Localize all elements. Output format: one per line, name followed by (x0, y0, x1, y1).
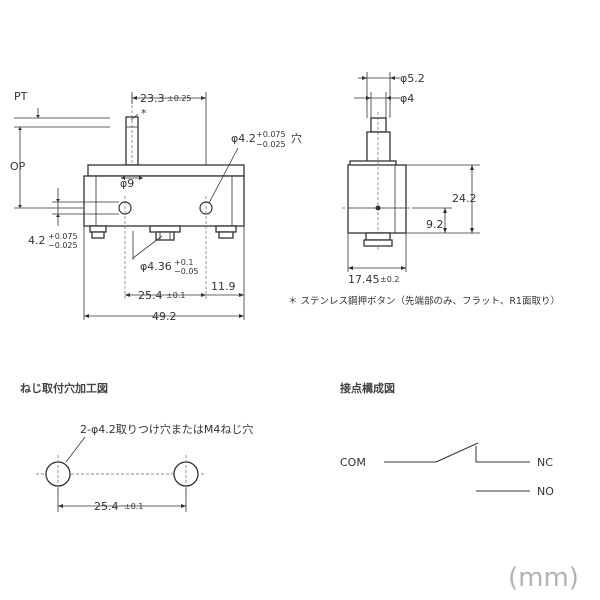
contact-arm (435, 442, 479, 463)
button-note: ＊ ステンレス鋼押ボタン（先端部のみ、フラット、R1面取り） (288, 295, 560, 307)
side-plunger-tip (370, 117, 387, 133)
dim-23-3-tolerance: ±0.25 (167, 94, 192, 103)
dim-9-2-arrow-bottom (443, 228, 447, 233)
contact-nc-label: NC (537, 456, 553, 469)
dim-25-4-arrow-right (201, 293, 206, 297)
dim-25-4-tolerance: ±0.1 (166, 291, 185, 300)
side-terminal-lower (363, 239, 393, 247)
dim-11-9-arrow (239, 293, 244, 297)
hole-suffix: 穴 (291, 131, 302, 145)
terminal-left (89, 225, 107, 239)
dim-25-4-arrow-left (125, 293, 130, 297)
phi4-label: φ4 (400, 92, 414, 105)
side-mount-point (375, 205, 381, 211)
contact-no-label: NO (537, 485, 554, 498)
dim-24-2-value: 24.2 (452, 192, 477, 205)
dim-17-45-value: 17.45 (348, 273, 380, 286)
contact-com-label: COM (340, 456, 366, 469)
phi4-36-tol-upper: +0.1 (174, 258, 193, 267)
op-label: OP (10, 160, 26, 173)
contact-title: 接点構成図 (340, 381, 395, 395)
phi9-arrow-right (139, 176, 143, 180)
phi5-2-arrow-left (362, 76, 367, 80)
phi4-36-tol-lower: −0.05 (174, 267, 199, 276)
dim-24-2-arrow-bottom (470, 228, 474, 233)
mounting-dim-arrow-right (181, 504, 186, 508)
phi5-2-arrow-right (390, 76, 395, 80)
dim-9-2-arrow-top (443, 208, 447, 213)
phi4-arrow-right (386, 96, 391, 100)
side-terminal-upper (365, 232, 391, 241)
dim-17-45-arrow-right (401, 266, 406, 270)
phi5-2-label: φ5.2 (400, 72, 425, 85)
phi4-arrow-left (366, 96, 371, 100)
hole-label: φ4.2 (231, 132, 256, 145)
dim-24-2-arrow-top (470, 165, 474, 170)
side-housing (347, 164, 407, 234)
mounting-title: ねじ取付穴加工図 (20, 381, 108, 395)
mounting-hole-label: 2-φ4.2取りつけ穴またはM4ねじ穴 (80, 422, 253, 436)
pt-label: PT (14, 90, 28, 103)
mounting-dim-arrow-left (58, 504, 63, 508)
dim-23-3-value: 23.3 (140, 92, 165, 105)
asterisk-leader (130, 113, 139, 121)
dim-25-4-value: 25.4 (138, 289, 163, 302)
phi4-36-leader-arrow (132, 235, 163, 259)
op-arrow-top (18, 127, 22, 130)
pt-arrow (36, 115, 40, 118)
dim-23-3-arrow-left (132, 96, 137, 100)
mounting-dim-value: 25.4 (94, 500, 119, 513)
dim-9-2-value: 9.2 (426, 218, 444, 231)
mounting-dim-tolerance: ±0.1 (124, 502, 143, 511)
dim-11-9-value: 11.9 (211, 280, 236, 293)
unit-label: (mm) (508, 563, 579, 593)
phi9-arrow-left (121, 176, 125, 180)
hole-tol-lower: −0.025 (256, 140, 286, 149)
side-view: φ5.2 φ4 24.2 9.2 (342, 72, 480, 286)
dim-49-2-value: 49.2 (152, 310, 177, 323)
dim-4-2-arrow-top (56, 199, 60, 202)
dim-17-45-arrow-left (348, 266, 353, 270)
mounting-hole-leader (65, 436, 86, 463)
dim-4-2-tol-lower: −0.025 (48, 241, 78, 250)
housing-top-band (87, 164, 245, 177)
phi4-36-label: φ4.36 (140, 260, 172, 273)
hole-tol-upper: +0.075 (256, 130, 286, 139)
front-view: PT OP 23.3 ±0.25 * φ9 φ4.2 +0.0 (10, 90, 302, 323)
phi9-label: φ9 (120, 177, 134, 190)
dim-23-3-arrow-right (201, 96, 206, 100)
dim-4-2-value: 4.2 (28, 234, 46, 247)
dim-49-2-arrow-left (84, 314, 89, 318)
dim-49-2-arrow-right (239, 314, 244, 318)
hole-leader (208, 147, 239, 204)
dim-4-2-tol-upper: +0.075 (48, 232, 78, 241)
dim-17-45-tolerance: ±0.2 (380, 275, 399, 284)
asterisk-mark: * (141, 107, 147, 120)
side-plunger-body (366, 131, 391, 166)
mounting-hole-drawing: ねじ取付穴加工図 2-φ4.2取りつけ穴またはM4ねじ穴 25.4 ±0.1 (20, 381, 253, 513)
housing-body (83, 175, 245, 227)
terminal-center (149, 225, 181, 241)
dim-4-2-arrow-bottom (56, 214, 60, 217)
op-arrow-bottom (18, 205, 22, 208)
terminal-right (215, 225, 237, 239)
contact-diagram: 接点構成図 COM NC NO (340, 381, 554, 498)
